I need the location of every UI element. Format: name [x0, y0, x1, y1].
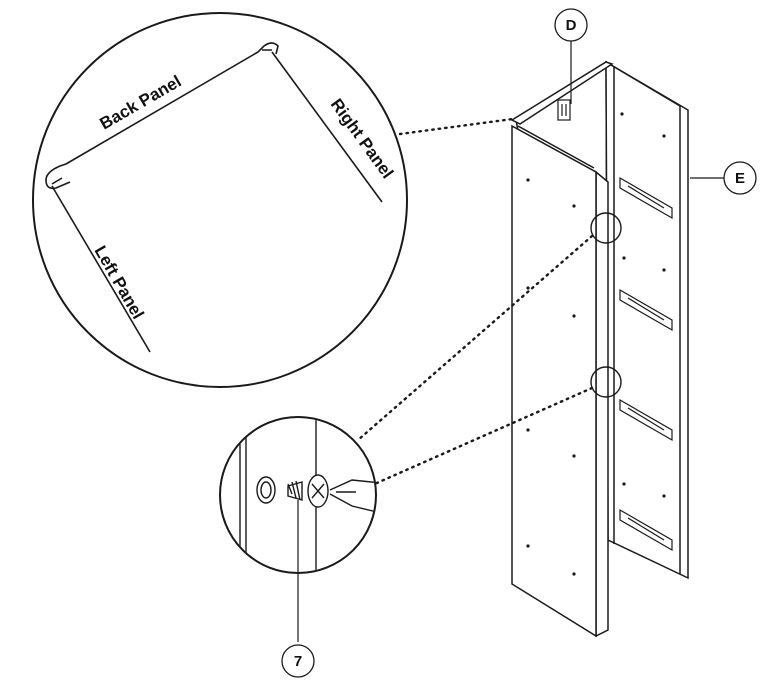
shelf-bracket: [619, 508, 673, 552]
callout-e: E: [690, 161, 757, 195]
screw-7: [287, 474, 329, 508]
panel-holes: [526, 112, 666, 576]
cabinet-detail-marker-lower: [590, 366, 622, 398]
callout-d: D: [554, 8, 588, 104]
left-hook: [45, 163, 71, 190]
cabinet-right-panel: [605, 60, 689, 580]
leader-lower-marker: [368, 386, 594, 488]
screw-hole: [256, 476, 276, 504]
left-panel-line: [51, 185, 151, 353]
shelf-bracket: [619, 398, 673, 442]
right-panel-line: [271, 51, 383, 203]
right-hook: [257, 42, 279, 55]
top-detail-view: Back Panel Right Panel Left Panel: [32, 12, 408, 388]
callout-e-label: E: [735, 170, 745, 187]
callout-7-label: 7: [294, 653, 302, 670]
top-detail-circle: [32, 12, 408, 388]
cabinet-left-panel-edge: [595, 170, 609, 638]
leader-upper-marker: [356, 234, 594, 442]
shelf-brackets: [619, 176, 673, 552]
cabinet-detail-marker-upper: [590, 212, 622, 244]
screwdriver: [329, 479, 375, 521]
shelf-bracket: [619, 288, 673, 332]
leader-top: [398, 116, 522, 136]
back-panel-line: [65, 51, 259, 165]
cabinet-left-panel: [511, 124, 597, 638]
shelf-bracket: [619, 176, 673, 220]
cabinet: [510, 60, 689, 638]
bottom-detail-view: [219, 416, 377, 642]
callout-d-label: D: [566, 17, 577, 34]
callout-7: 7: [281, 644, 315, 678]
part-d-bracket: [557, 99, 571, 121]
